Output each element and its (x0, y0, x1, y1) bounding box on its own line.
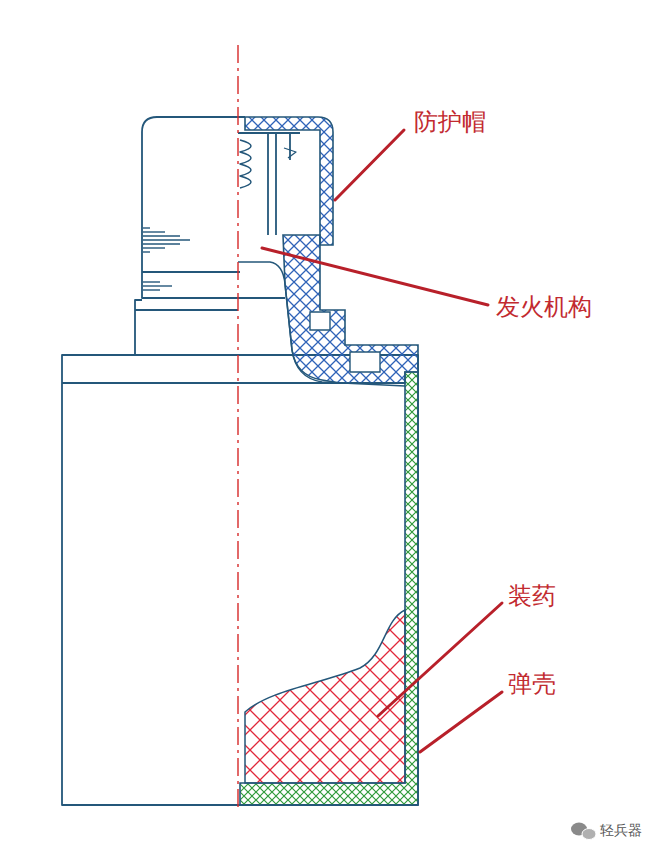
part-label: 弹壳 (508, 670, 556, 699)
part-label: 防护帽 (414, 108, 486, 137)
part-label: 装药 (508, 582, 556, 611)
watermark: 轻兵器 (600, 822, 642, 839)
part-label: 发火机构 (496, 293, 592, 322)
